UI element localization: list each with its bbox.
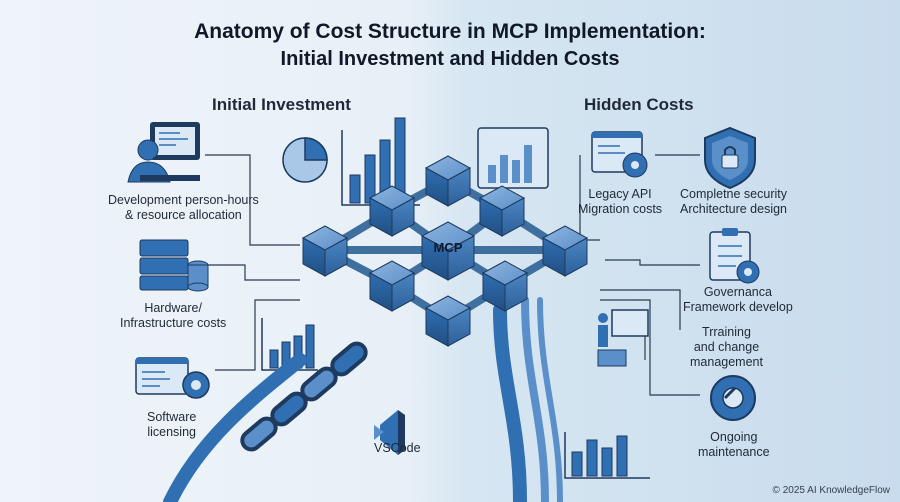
cube-lower-left <box>368 260 416 312</box>
governance-clipboard-icon <box>709 228 760 284</box>
training-presenter-icon <box>597 309 649 367</box>
label-development-line2: & resource allocation <box>125 208 242 222</box>
bar-chart-icon-bottom <box>564 432 650 479</box>
label-software-line1: Software <box>147 410 197 424</box>
cube-top <box>424 155 472 207</box>
label-training: Trraining and change management <box>690 325 763 370</box>
software-license-icon <box>135 357 210 399</box>
chain-icon <box>240 341 368 452</box>
label-development-line1: Development person-hours <box>108 193 259 207</box>
label-hardware: Hardware/ Infrastructure costs <box>120 301 226 331</box>
label-hardware-line2: Infrastructure costs <box>120 316 227 330</box>
section-hidden-costs: Hidden Costs <box>584 95 694 114</box>
label-security: Completne security Architecture design <box>680 187 787 217</box>
cube-left <box>301 225 349 277</box>
label-software-line2: licensing <box>147 425 196 439</box>
label-security-line1: Completne security <box>680 187 787 201</box>
mcp-label: MCP <box>434 240 463 255</box>
label-training-line3: management <box>690 355 763 369</box>
legacy-api-icon <box>591 131 648 178</box>
label-governance-line1: Governanca <box>703 285 772 299</box>
security-shield-icon <box>704 126 756 190</box>
dashboard-window-icon <box>477 127 549 189</box>
vscode-logo-icon <box>374 410 405 455</box>
pipes <box>163 296 563 502</box>
label-legacy-line2: Migration costs <box>578 202 663 216</box>
label-maintenance-line1: Ongoing <box>710 430 758 444</box>
label-governance: Governanca Framework develop <box>683 285 793 315</box>
label-governance-line2: Framework develop <box>683 300 793 314</box>
cube-right <box>541 225 589 277</box>
label-training-line1: Trraining <box>702 325 751 339</box>
label-legacy-line1: Legacy API <box>588 187 652 201</box>
section-initial-investment: Initial Investment <box>212 95 351 114</box>
copyright-footer: © 2025 AI KnowledgeFlow <box>772 485 890 496</box>
page-subtitle: Initial Investment and Hidden Costs <box>280 48 620 70</box>
label-software: Software licensing <box>147 410 196 440</box>
developer-icon <box>127 122 200 183</box>
cube-upper-right <box>478 185 526 237</box>
server-icon <box>139 239 209 292</box>
cube-lower-right <box>481 260 529 312</box>
label-security-line2: Architecture design <box>680 202 788 216</box>
label-maintenance: Ongoing maintenance <box>698 430 770 460</box>
label-training-line2: and change <box>693 340 760 354</box>
label-legacy-api: Legacy API Migration costs <box>578 187 662 217</box>
cube-bottom <box>424 295 472 347</box>
label-development: Development person-hours & resource allo… <box>108 193 259 223</box>
label-hardware-line1: Hardware/ <box>144 301 202 315</box>
page-title: Anatomy of Cost Structure in MCP Impleme… <box>194 20 706 43</box>
maintenance-gear-icon <box>710 375 756 421</box>
label-vscode: VSCode <box>374 441 421 455</box>
pie-chart-icon <box>282 137 328 183</box>
cube-mcp-center <box>420 221 476 281</box>
cube-upper-left <box>368 185 416 237</box>
label-maintenance-line2: maintenance <box>698 445 770 459</box>
